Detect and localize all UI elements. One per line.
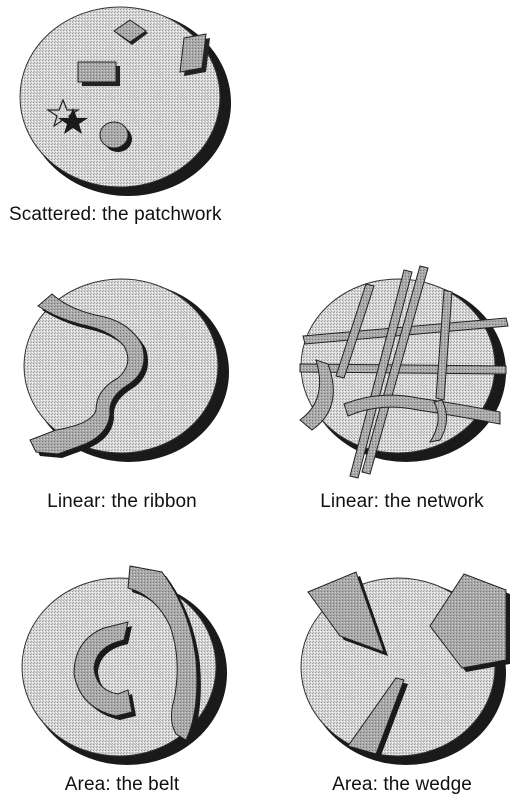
wedge-panel [301, 572, 510, 765]
network-panel [300, 266, 508, 478]
caption-patchwork: Scattered: the patchwork [9, 204, 222, 226]
patchwork-panel [20, 7, 231, 196]
caption-belt: Area: the belt [65, 774, 179, 796]
belt-panel [22, 566, 227, 765]
ribbon-panel [24, 279, 229, 462]
caption-network: Linear: the network [320, 491, 484, 513]
caption-ribbon: Linear: the ribbon [47, 491, 197, 513]
caption-wedge: Area: the wedge [332, 774, 472, 796]
